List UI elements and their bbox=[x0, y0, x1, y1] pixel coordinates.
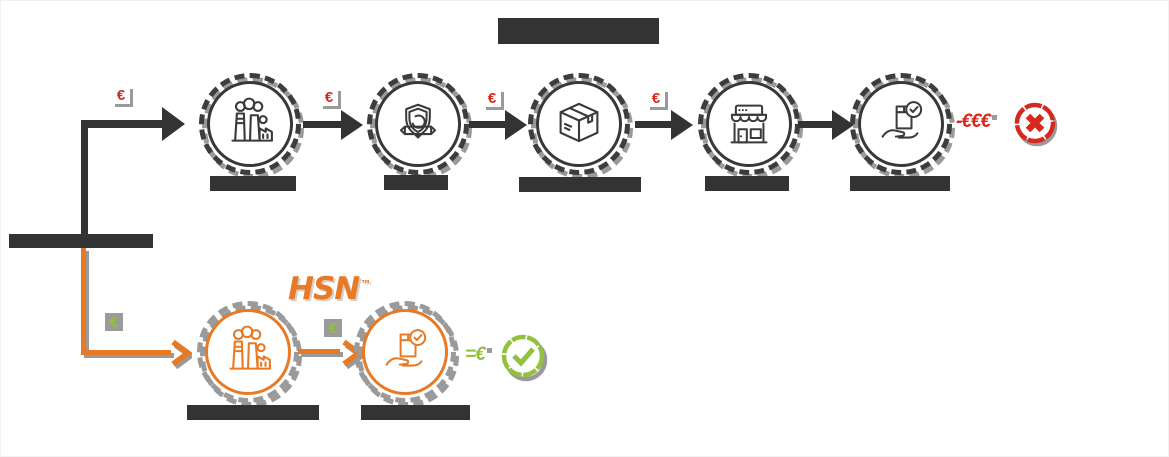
brand-badge-icon bbox=[399, 103, 437, 139]
cost-marker-icon: € bbox=[647, 89, 665, 107]
branch-line-top bbox=[81, 120, 163, 128]
step-traditional-retail-store bbox=[698, 73, 803, 179]
step-label-redacted bbox=[850, 176, 950, 191]
step-label-redacted bbox=[361, 405, 470, 420]
rejected-x-icon bbox=[1014, 102, 1058, 147]
step-label-redacted bbox=[384, 175, 448, 190]
step-traditional-distributor bbox=[528, 73, 633, 179]
step-circle bbox=[858, 81, 944, 167]
connector-line bbox=[303, 121, 341, 128]
step-label-redacted bbox=[187, 405, 319, 420]
direct-cost-result: =€ bbox=[465, 344, 492, 366]
connector-arrow-icon bbox=[341, 110, 363, 140]
hand-delivery-icon bbox=[881, 101, 923, 139]
circle-ring bbox=[199, 73, 301, 175]
storefront-icon bbox=[730, 104, 768, 144]
branch-line-up bbox=[81, 122, 88, 236]
step-circle bbox=[536, 81, 622, 167]
footnote-square bbox=[992, 114, 998, 120]
cost-marker-icon: € bbox=[320, 88, 338, 106]
cost-marker-icon: € bbox=[112, 86, 130, 104]
hsn-logo: HSN™ bbox=[288, 271, 371, 307]
traditional-cost-result: -€€€ bbox=[956, 111, 998, 133]
step-circle bbox=[205, 309, 291, 395]
saving-marker-icon: € bbox=[324, 319, 342, 337]
hand-delivery-icon bbox=[385, 329, 427, 367]
connector-arrow-icon bbox=[505, 110, 527, 140]
circle-ring bbox=[850, 73, 952, 175]
factory-icon bbox=[231, 97, 273, 142]
step-circle bbox=[706, 81, 792, 167]
diagram-title-redacted bbox=[498, 18, 659, 44]
connector-line bbox=[635, 121, 671, 128]
connector-arrow-icon bbox=[671, 110, 693, 140]
step-direct-customer bbox=[354, 301, 459, 407]
arrow-to-direct-icon bbox=[171, 339, 192, 369]
step-label-redacted bbox=[705, 176, 789, 191]
hsn-logo-text: HSN bbox=[288, 271, 360, 307]
saving-marker-icon: € bbox=[105, 313, 123, 331]
circle-ring bbox=[197, 301, 299, 403]
direct-cost-text: =€ bbox=[465, 344, 486, 365]
source-label-redacted bbox=[9, 234, 153, 248]
approved-check-icon bbox=[501, 334, 548, 382]
step-label-redacted bbox=[210, 176, 296, 191]
step-circle bbox=[375, 81, 461, 167]
footnote-square bbox=[486, 347, 492, 353]
step-traditional-brand bbox=[367, 73, 472, 179]
arrow-to-traditional-icon bbox=[162, 107, 185, 141]
step-traditional-manufacturer bbox=[199, 73, 304, 179]
step-circle bbox=[362, 309, 448, 395]
trademark-symbol: ™ bbox=[360, 277, 372, 291]
branch-line-down bbox=[81, 248, 86, 353]
circle-ring bbox=[354, 301, 456, 403]
circle-ring bbox=[528, 73, 630, 175]
package-box-icon bbox=[559, 102, 599, 143]
step-direct-manufacturer bbox=[197, 301, 302, 407]
step-traditional-customer bbox=[850, 73, 955, 179]
branch-line-bottom bbox=[81, 350, 171, 355]
circle-ring bbox=[367, 73, 469, 175]
step-label-redacted bbox=[519, 177, 641, 192]
factory-icon bbox=[229, 325, 271, 370]
circle-ring bbox=[698, 73, 800, 175]
connector-line bbox=[298, 349, 340, 354]
connector-line bbox=[798, 121, 832, 128]
cost-marker-icon: € bbox=[483, 89, 501, 107]
connector-line bbox=[469, 121, 505, 128]
step-circle bbox=[207, 81, 293, 167]
traditional-cost-text: -€€€ bbox=[956, 111, 991, 132]
connector-arrow-icon bbox=[832, 110, 854, 140]
